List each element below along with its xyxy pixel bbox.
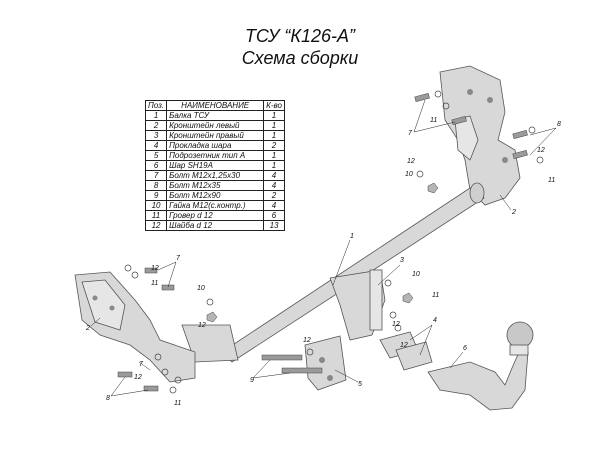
callout-7-left: 7 — [176, 255, 181, 262]
ball-spacers — [379, 331, 433, 371]
callout-11-right-a: 11 — [430, 117, 437, 124]
callout-6: 6 — [463, 345, 467, 352]
callout-7-lower: 7 — [139, 361, 144, 368]
callout-10-right: 10 — [405, 171, 413, 178]
diagram-title: ТСУ “К126-А” — [244, 26, 356, 46]
callout-11-left-b: 11 — [151, 280, 158, 287]
callout-9: 9 — [250, 377, 254, 384]
diagram-subtitle: Схема сборки — [241, 48, 359, 68]
callout-10-left: 10 — [197, 285, 205, 292]
leader-lines — [90, 99, 557, 397]
callout-10-mid: 10 — [412, 271, 420, 278]
callout-12-left-b: 12 — [134, 374, 142, 381]
callout-2-right: 2 — [511, 209, 516, 216]
callout-11-left-a: 11 — [174, 400, 181, 407]
left-bracket — [74, 271, 196, 383]
callout-12-left-c: 12 — [198, 322, 206, 329]
fasteners — [117, 90, 544, 394]
callout-12-mid-b: 12 — [400, 342, 408, 349]
callouts: 1 2 2 3 4 5 6 7 7 7 8 8 9 10 10 10 11 11… — [85, 117, 561, 407]
part-name: Шайба d 12 — [166, 220, 265, 231]
callout-1: 1 — [350, 233, 354, 240]
part-pos: 12 — [144, 220, 168, 231]
callout-12-mid-a: 12 — [303, 337, 311, 344]
part-qty: 13 — [263, 220, 285, 231]
callout-11-right-b: 11 — [548, 177, 555, 184]
right-bracket — [439, 65, 521, 206]
callout-2-left: 2 — [85, 325, 90, 332]
callout-12-mid-c: 12 — [392, 321, 400, 328]
callout-12-left-a: 12 — [151, 265, 159, 272]
callout-8-right: 8 — [557, 121, 561, 128]
callout-11-right-c: 11 — [432, 292, 439, 299]
tow-ball — [427, 321, 534, 411]
callout-5: 5 — [358, 381, 362, 388]
socket-plate — [304, 335, 347, 391]
callout-12-right-a: 12 — [407, 158, 415, 165]
callout-7-right: 7 — [408, 130, 413, 137]
towbar-beam — [181, 182, 485, 363]
callout-8-left: 8 — [106, 395, 110, 402]
callout-3: 3 — [400, 257, 404, 264]
callout-4: 4 — [433, 317, 437, 324]
callout-12-right-b: 12 — [537, 147, 545, 154]
